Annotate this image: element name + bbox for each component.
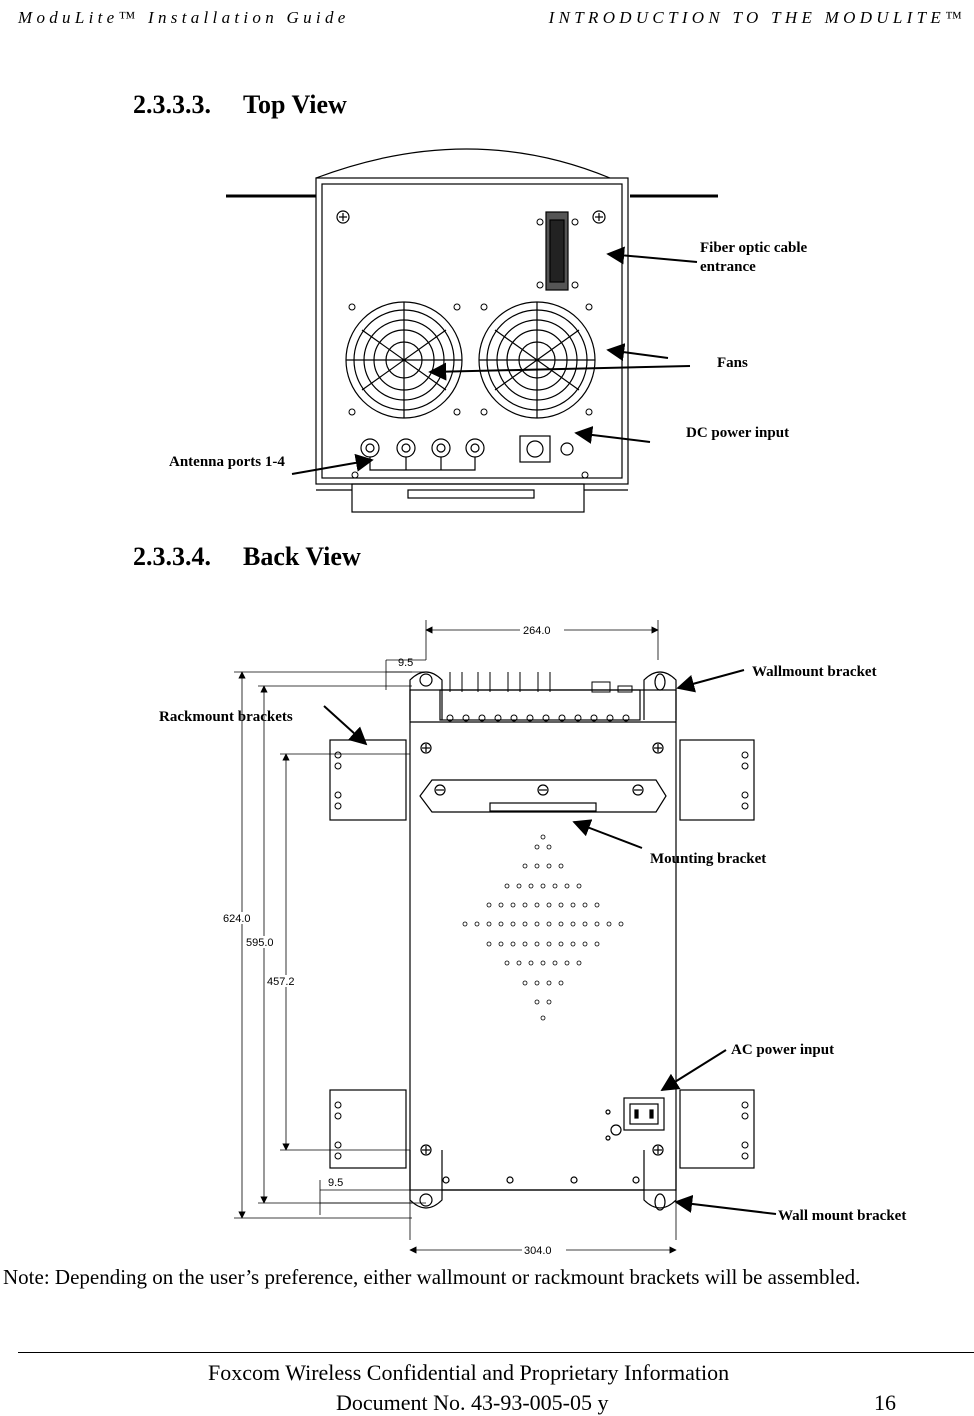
- running-header-left: ModuLite™ Installation Guide: [18, 8, 350, 27]
- note-paragraph: Note: Depending on the user’s preference…: [3, 1265, 861, 1289]
- dim-width-bottom: 304.0: [524, 1245, 552, 1257]
- section-title: Top View: [243, 90, 347, 119]
- antenna-port-icon: [360, 438, 380, 458]
- fan-icon: [345, 301, 463, 419]
- screw-icon: [336, 210, 350, 224]
- section-number: 2.3.3.4.: [133, 542, 211, 571]
- screw-icon: [632, 784, 644, 796]
- vent-hole-row: [446, 714, 630, 722]
- fiber-entrance-icon: [545, 211, 569, 291]
- screw-icon: [420, 1144, 432, 1156]
- antenna-port-icon: [396, 438, 416, 458]
- antenna-port-icon: [465, 438, 485, 458]
- screw-icon: [537, 784, 549, 796]
- section-title: Back View: [243, 542, 361, 571]
- antenna-port-icon: [431, 438, 451, 458]
- running-header-right: INTRODUCTION TO THE MODULITE™: [548, 8, 966, 27]
- footer-confidential: Foxcom Wireless Confidential and Proprie…: [208, 1360, 730, 1385]
- section-heading-top-view: 2.3.3.3. Top View: [133, 90, 347, 120]
- label-ac-power: AC power input: [731, 1042, 834, 1058]
- screw-icon: [652, 1144, 664, 1156]
- page-number: 16: [874, 1390, 896, 1415]
- fan-icon: [478, 301, 596, 419]
- footer-divider: [18, 1352, 974, 1353]
- label-wallmount-bottom: Wall mount bracket: [778, 1208, 906, 1224]
- back-view-drawing: [329, 671, 755, 1211]
- dim-height-mid: 595.0: [246, 937, 274, 949]
- screw-icon: [420, 742, 432, 754]
- footer-document-number: Document No. 43-93-005-05 y: [336, 1390, 609, 1415]
- screw-icon: [652, 742, 664, 754]
- dim-offset-bottom: 9.5: [328, 1177, 343, 1189]
- section-number: 2.3.3.3.: [133, 90, 211, 119]
- dim-height-total: 624.0: [223, 913, 251, 925]
- label-fans: Fans: [717, 355, 748, 371]
- label-mounting: Mounting bracket: [650, 851, 766, 867]
- label-dc-power: DC power input: [686, 425, 789, 441]
- vent-diamond-pattern: [462, 834, 624, 1021]
- label-wallmount-top: Wallmount bracket: [752, 664, 877, 680]
- dimension-lines: [234, 620, 677, 1254]
- label-fiber-line2: entrance: [700, 259, 756, 275]
- dim-height-inner: 457.2: [267, 976, 295, 988]
- dim-offset-top: 9.5: [398, 657, 413, 669]
- ac-power-inlet-icon: [605, 1097, 665, 1141]
- label-antenna-ports: Antenna ports 1-4: [169, 454, 285, 470]
- dim-width-top: 264.0: [523, 625, 551, 637]
- section-heading-back-view: 2.3.3.4. Back View: [133, 542, 361, 572]
- top-view-drawing: [226, 148, 718, 513]
- label-fiber-line1: Fiber optic cable: [700, 240, 808, 256]
- screw-icon: [592, 210, 606, 224]
- dc-power-connector-icon: [519, 435, 574, 463]
- label-rackmount: Rackmount brackets: [159, 709, 293, 725]
- screw-icon: [434, 784, 446, 796]
